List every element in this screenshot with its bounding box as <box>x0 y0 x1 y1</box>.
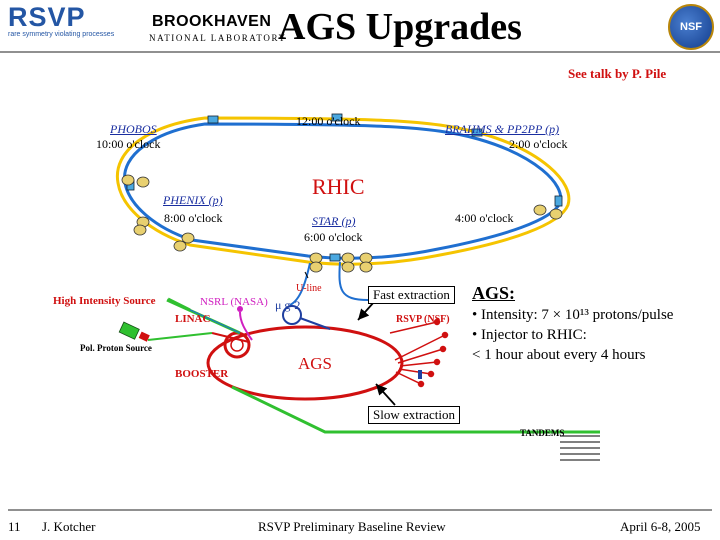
detector-6-box <box>329 253 341 262</box>
label-2-oclock: 2:00 o'clock <box>509 137 568 151</box>
label-nsrl: NSRL (NASA) <box>200 296 268 308</box>
at-transfer-line <box>338 261 369 301</box>
ags-info-panel: AGS: • Intensity: 7 × 10¹³ protons/pulse… <box>472 283 673 365</box>
label-u-line: U-line <box>296 283 322 294</box>
ags-info-bullet-frequency: < 1 hour about every 4 hours <box>472 347 646 363</box>
label-booster: BOOSTER <box>175 368 229 380</box>
detector-2-box <box>471 128 483 137</box>
label-g2: μ g-2 <box>275 298 301 312</box>
footer-author: J. Kotcher <box>42 519 96 534</box>
ags-info-bullet-intensity: • Intensity: 7 × 10¹³ protons/pulse <box>472 307 674 323</box>
u-line-blue <box>289 262 311 306</box>
footer-date: April 6-8, 2005 <box>620 519 701 534</box>
nsf-logo: NSF <box>668 4 714 50</box>
label-phenix: PHENIX (p) <box>163 193 223 207</box>
detector-10-box <box>207 115 219 124</box>
label-12-oclock: 12:00 o'clock <box>296 114 361 128</box>
label-brahms: BRAHMS & PP2PP (p) <box>445 122 560 136</box>
rsvp-logo-text: RSVP <box>8 2 86 32</box>
siberian-snake-icons <box>121 174 563 273</box>
ags-info-heading: AGS: <box>472 283 516 303</box>
label-4-oclock: 4:00 o'clock <box>455 211 514 225</box>
label-6-oclock: 6:00 o'clock <box>304 230 363 244</box>
rsvp-logo: RSVP rare symmetry violating processes <box>2 2 134 40</box>
label-fast-extraction: Fast extraction <box>368 286 455 304</box>
pol-proton-source-box <box>118 321 140 340</box>
ags-info-bullet-injector: • Injector to RHIC: <box>472 327 587 343</box>
rhic-yellow-ring <box>115 116 571 266</box>
slow-extraction-line <box>231 385 600 434</box>
label-linac: LINAC <box>175 313 211 325</box>
see-talk-note: See talk by P. Pile <box>568 66 667 81</box>
label-rsvp-nsf: RSVP (NSF) <box>396 314 450 325</box>
detector-4-box <box>554 195 563 207</box>
label-pol-proton-source: Pol. Proton Source <box>80 343 152 353</box>
label-ags: AGS <box>298 354 333 373</box>
footer-title: RSVP Preliminary Baseline Review <box>258 519 446 534</box>
u-line-pointer <box>304 271 309 279</box>
footer-page-number: 11 <box>8 519 21 534</box>
label-high-intensity-source: High Intensity Source <box>53 295 156 307</box>
linac-upper <box>167 297 191 312</box>
label-phobos: PHOBOS <box>110 122 157 136</box>
brookhaven-logo-subtitle: NATIONAL LABORATORY <box>149 33 287 43</box>
ags-ring <box>206 325 404 401</box>
rsvp-logo-tagline: rare symmetry violating processes <box>8 31 115 38</box>
label-tandems: TANDEMS <box>520 428 565 438</box>
label-star: STAR (p) <box>312 214 356 228</box>
detector-12-box <box>331 113 343 122</box>
nsrl-line <box>239 311 253 341</box>
rhic-label: RHIC <box>312 174 365 199</box>
label-slow-extraction: Slow extraction <box>368 406 460 424</box>
page-title: AGS Upgrades <box>278 6 522 48</box>
slow-extraction-arrow <box>375 383 396 406</box>
label-8-oclock: 8:00 o'clock <box>164 211 223 225</box>
g2-ring <box>282 305 302 325</box>
rsvp-beamlines <box>389 318 449 388</box>
label-10-oclock: 10:00 o'clock <box>96 137 161 151</box>
brookhaven-logo-name: BROOKHAVEN <box>152 13 272 30</box>
